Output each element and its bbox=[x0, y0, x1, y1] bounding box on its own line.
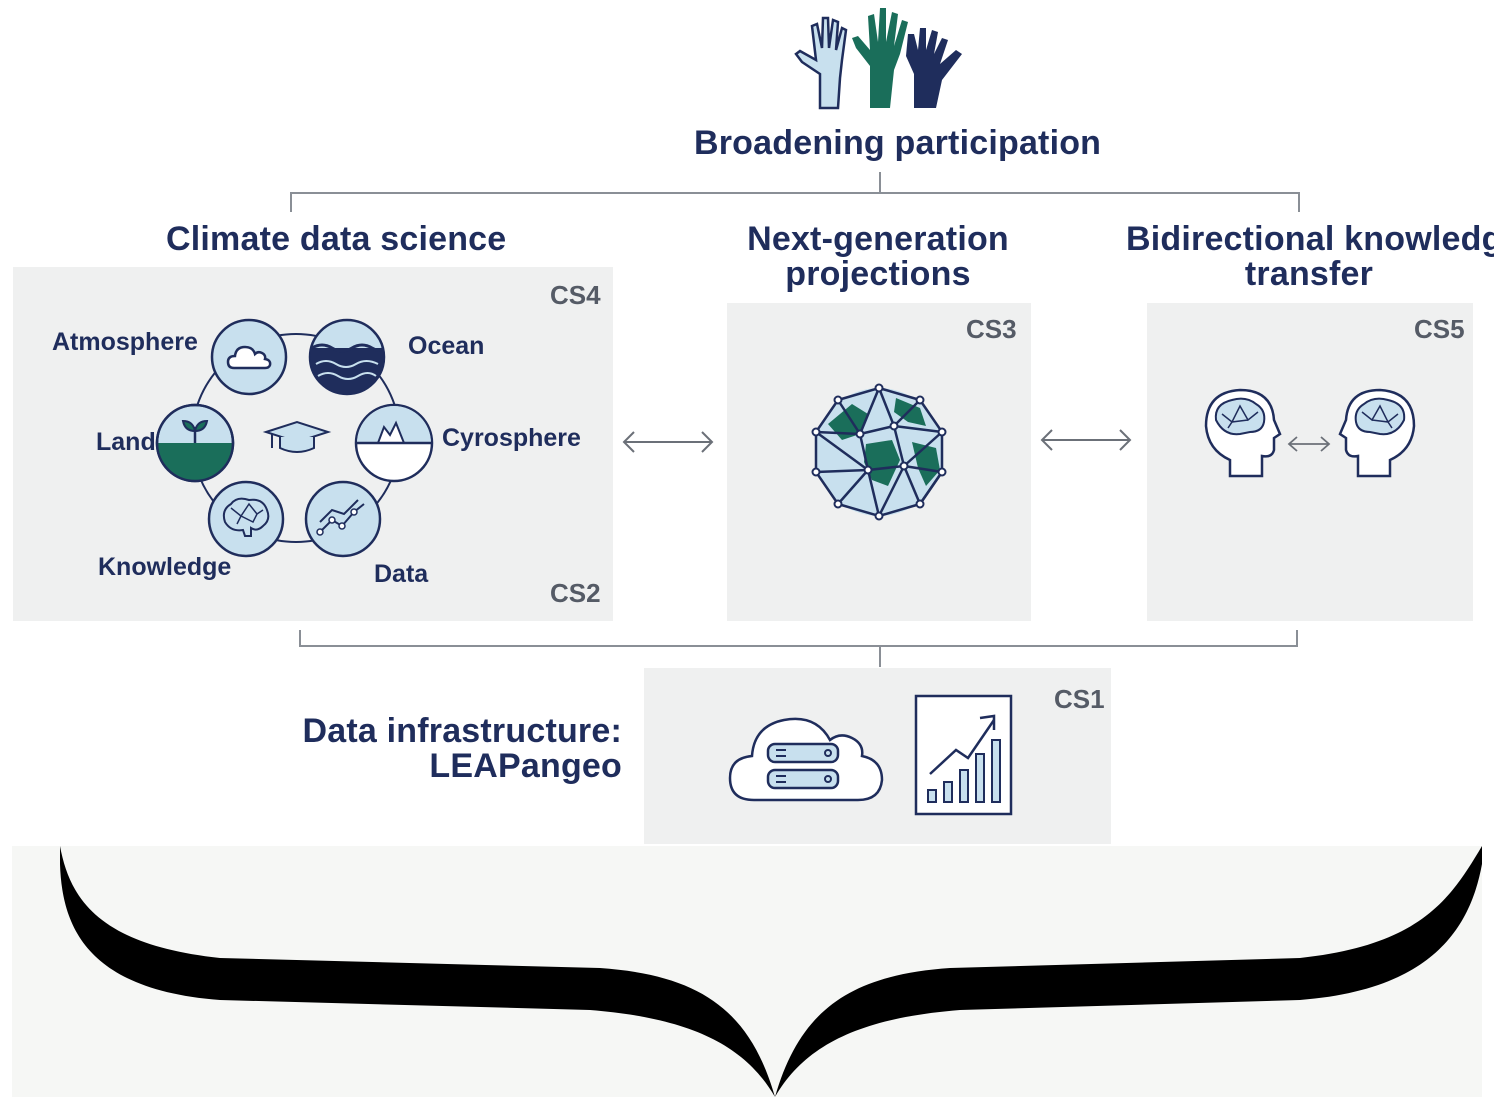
projections-title-line1: Next-generation bbox=[747, 220, 1009, 258]
bottom-bracket-left bbox=[299, 630, 301, 646]
data-infrastructure-title: Data infrastructure: LEAPangeo bbox=[300, 712, 622, 786]
transfer-title-line1: Bidirectional knowledge bbox=[1126, 220, 1494, 258]
top-bracket-stem bbox=[879, 172, 881, 192]
cs1-label: CS1 bbox=[1054, 684, 1105, 714]
cs5-label: CS5 bbox=[1414, 314, 1465, 344]
top-bracket-left bbox=[290, 192, 292, 212]
land-label: Land bbox=[96, 428, 156, 456]
double-arrow-left bbox=[622, 431, 714, 453]
cyrosphere-label: Cyrosphere bbox=[442, 424, 581, 452]
infra-title-line1: Data infrastructure: bbox=[302, 712, 622, 750]
top-bracket-bar bbox=[290, 192, 1300, 194]
cs3-label: CS3 bbox=[966, 314, 1017, 344]
projections-title-line2: projections bbox=[785, 255, 971, 293]
knowledge-label: Knowledge bbox=[98, 553, 232, 581]
bottom-bracket-bar bbox=[299, 645, 1298, 647]
bottom-bracket-stem bbox=[879, 645, 881, 667]
ocean-label: Ocean bbox=[408, 332, 485, 360]
transfer-title-line2: transfer bbox=[1244, 255, 1374, 293]
bottom-bracket-right bbox=[1296, 630, 1298, 646]
bidirectional-knowledge-transfer-title: Bidirectional knowledge transfer bbox=[1126, 220, 1494, 294]
bidirectional-knowledge-transfer-panel bbox=[1147, 303, 1473, 621]
atmosphere-label: Atmosphere bbox=[52, 328, 198, 356]
top-bracket-right bbox=[1298, 192, 1300, 212]
data-infrastructure-panel bbox=[644, 668, 1111, 844]
double-arrow-right bbox=[1040, 429, 1132, 451]
cs4-label: CS4 bbox=[550, 280, 601, 310]
climate-data-science-title: Climate data science bbox=[166, 220, 507, 258]
broadening-participation-title: Broadening participation bbox=[694, 124, 1102, 162]
small-double-arrow bbox=[1287, 436, 1331, 452]
raised-hands-icon bbox=[790, 4, 970, 110]
next-generation-projections-title: Next-generation projections bbox=[730, 220, 1026, 294]
infra-title-line2: LEAPangeo bbox=[429, 747, 622, 785]
data-label: Data bbox=[374, 560, 429, 588]
cs2-label: CS2 bbox=[550, 578, 601, 608]
